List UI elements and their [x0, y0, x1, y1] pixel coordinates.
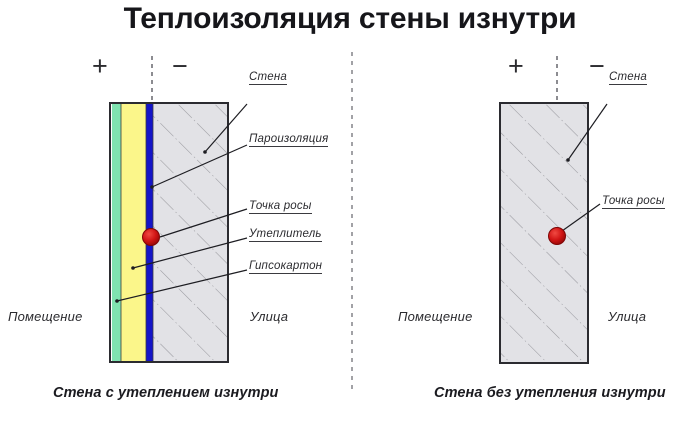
right-wall-assembly [499, 56, 608, 364]
callout-right-dew-point: Точка росы [602, 195, 665, 209]
right-outside-label: Улица [608, 309, 647, 324]
leader-drywall [116, 269, 248, 302]
left-cold-sign: − [172, 51, 188, 81]
callout-left-dew-point: Точка росы [249, 200, 312, 214]
right-warm-sign: + [508, 51, 524, 81]
right-inside-label: Помещение [398, 309, 473, 324]
callout-left-vapor-barrier: Пароизоляция [249, 133, 329, 147]
left-wall-assembly [109, 56, 248, 363]
callout-left-drywall: Гипсокартон [249, 260, 323, 274]
callout-right-wall: Стена [609, 71, 648, 85]
leader-insulation [132, 237, 248, 269]
right-leader-dew-point [561, 203, 601, 232]
callout-left-wall: Стена [249, 71, 288, 85]
callout-left-insulation: Утеплитель [249, 228, 322, 242]
leader-dew-point [159, 208, 248, 238]
left-outside-label: Улица [250, 309, 289, 324]
leader-vapor-barrier [151, 144, 248, 188]
leader-wall [204, 103, 248, 153]
right-dew-point-marker [548, 227, 566, 245]
left-layer-insulation [121, 103, 146, 362]
right-cold-sign: − [589, 51, 605, 81]
left-inside-label: Помещение [8, 309, 83, 324]
left-warm-sign: + [92, 51, 108, 81]
left-layer-drywall [112, 103, 121, 362]
right-caption: Стена без утепления изнутри [434, 385, 666, 401]
left-caption: Стена с утеплением изнутри [53, 385, 279, 401]
page-title: Теплоизоляция стены изнутри [123, 2, 577, 35]
right-leader-wall [567, 103, 608, 161]
left-dew-point-marker [142, 228, 160, 246]
